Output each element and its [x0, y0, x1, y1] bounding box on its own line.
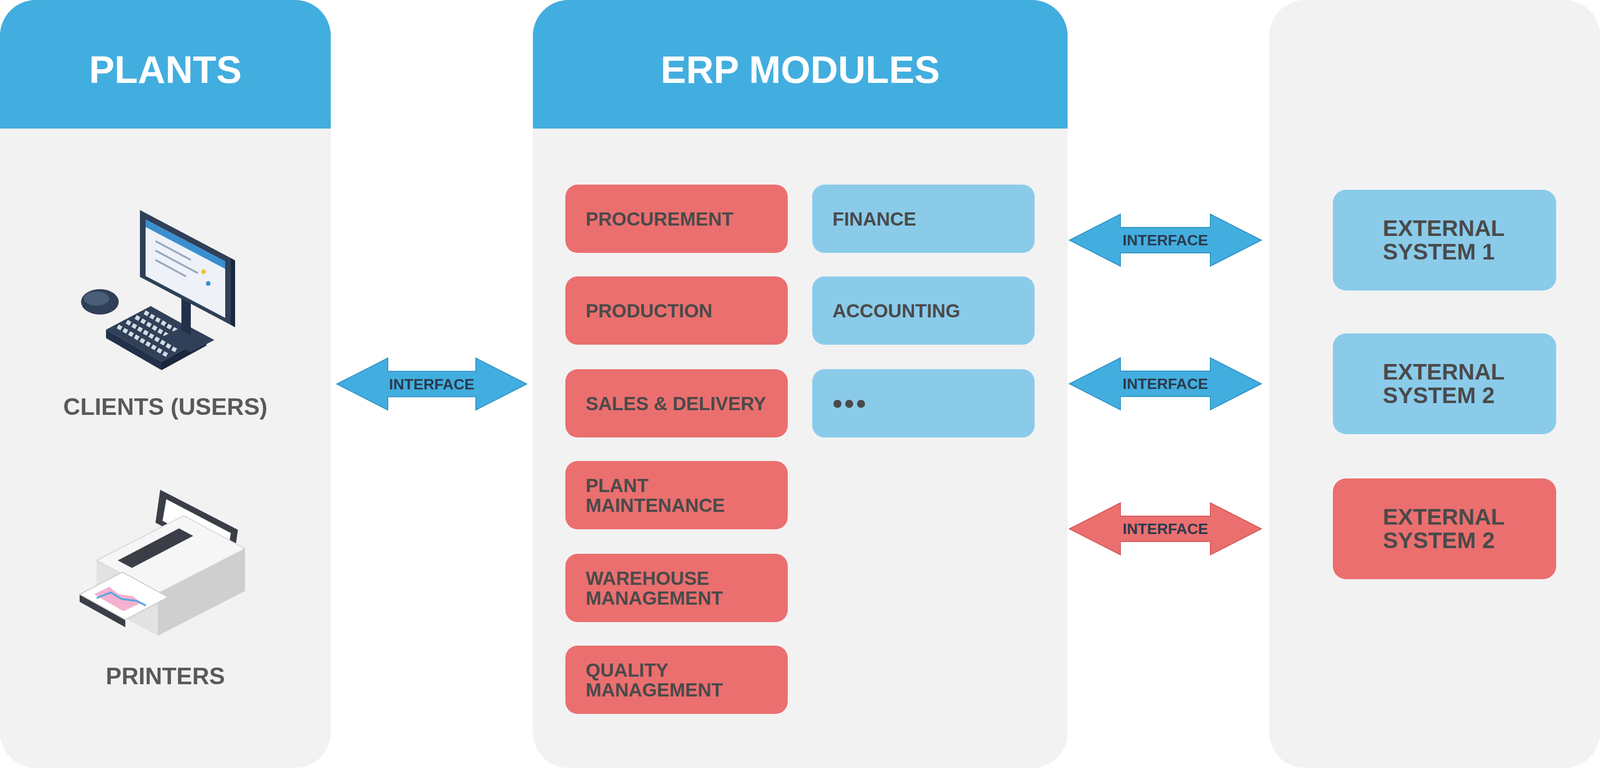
module-label: SALES & DELIVERY — [585, 393, 767, 414]
interface-label: INTERFACE — [1122, 231, 1209, 249]
module-label: PROCUREMENT — [585, 209, 734, 229]
module-box: SALES & DELIVERY — [565, 369, 788, 438]
module-label: ACCOUNTING — [832, 301, 961, 321]
module-box: WAREHOUSE MANAGEMENT — [565, 554, 788, 623]
module-box: PLANT MAINTENANCE — [565, 461, 788, 530]
module-label: ••• — [832, 388, 868, 419]
module-label: QUALITY MANAGEMENT — [585, 660, 775, 701]
module-box: ••• — [812, 369, 1035, 438]
interface-label: INTERFACE — [1122, 520, 1209, 538]
module-box: PRODUCTION — [565, 276, 788, 345]
module-box: FINANCE — [812, 184, 1035, 254]
external-system-box: EXTERNAL SYSTEM 1 — [1332, 189, 1557, 291]
panel-group: PLANTS — [0, 0, 331, 769]
external-system-label: EXTERNAL SYSTEM 1 — [1382, 216, 1525, 264]
interface-label: INTERFACE — [389, 375, 475, 393]
panel-heading: ERP MODULES — [532, 0, 1068, 129]
module-box: PROCUREMENT — [565, 184, 788, 254]
interface-arrow — [1069, 358, 1262, 410]
interface-arrow — [1069, 214, 1262, 267]
external-system-box: EXTERNAL SYSTEM 2 — [1332, 478, 1557, 580]
module-label: FINANCE — [832, 209, 917, 229]
module-label: WAREHOUSE MANAGEMENT — [585, 568, 775, 609]
interface-label: INTERFACE — [1122, 375, 1209, 393]
module-box: QUALITY MANAGEMENT — [565, 645, 788, 715]
interface-arrow — [1069, 503, 1262, 556]
illustration-caption: CLIENTS (USERS) — [0, 392, 331, 422]
external-system-label: EXTERNAL SYSTEM 2 — [1382, 505, 1525, 553]
module-label: PLANT MAINTENANCE — [585, 475, 775, 516]
module-box: ACCOUNTING — [812, 276, 1035, 345]
panel-heading: PLANTS — [0, 0, 331, 129]
module-label: PRODUCTION — [585, 301, 713, 321]
external-system-box: EXTERNAL SYSTEM 2 — [1332, 333, 1557, 435]
interface-arrow — [336, 358, 527, 411]
panel-group: ERP MODULES PROCUREMENT PRODUCTION SALES & … — [532, 0, 1068, 769]
external-system-label: EXTERNAL SYSTEM 2 — [1382, 360, 1525, 408]
illustration-caption: PRINTERS — [0, 662, 331, 691]
